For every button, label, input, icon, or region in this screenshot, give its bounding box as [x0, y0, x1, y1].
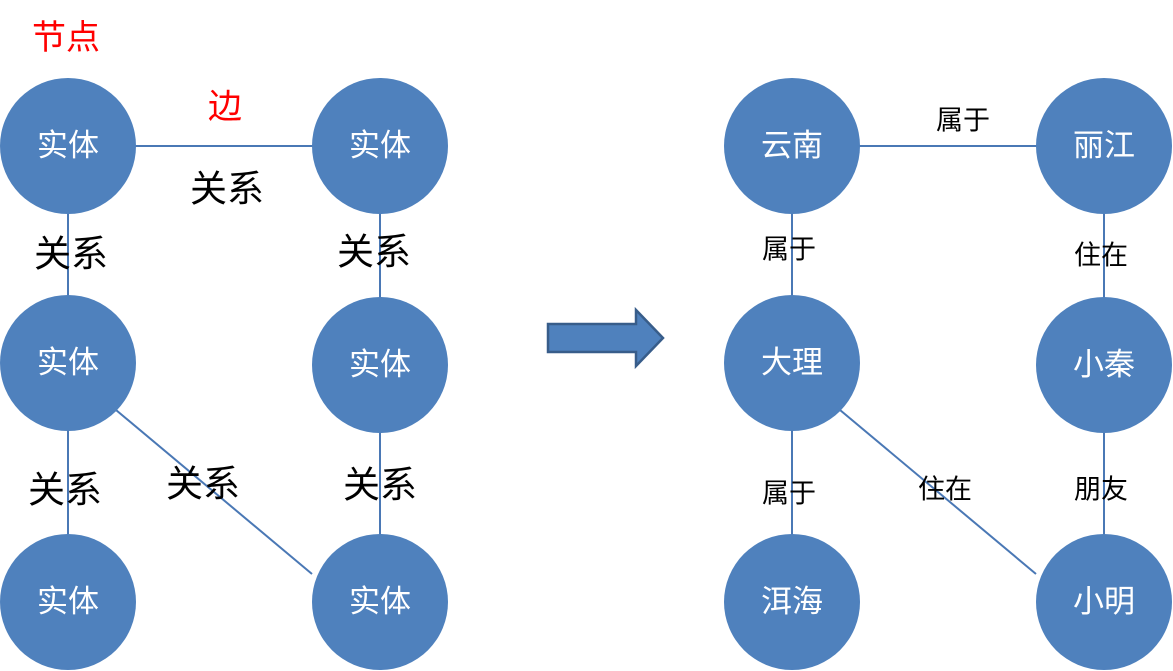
right-node-dali: 大理: [724, 295, 860, 431]
right-edge-label-lijiang-xiaoqin: 住在: [1074, 241, 1128, 272]
node-label: 实体: [37, 128, 99, 164]
node-label: 小秦: [1073, 347, 1135, 383]
right-edge-label-dali-xiaoming: 住在: [918, 475, 972, 506]
left-node-top-right: 实体: [312, 78, 448, 214]
left-edge-diagonal: [115, 409, 313, 575]
edge-annotation: 边: [208, 87, 242, 127]
right-node-erhai: 洱海: [724, 534, 860, 670]
right-node-lijiang: 丽江: [1036, 78, 1172, 214]
left-edge-label-col2-upper: 关系: [337, 231, 411, 274]
node-label: 实体: [349, 347, 411, 383]
node-label: 小明: [1073, 584, 1135, 620]
node-label: 云南: [761, 128, 823, 164]
right-edge-label-top: 属于: [936, 106, 990, 137]
right-edge-label-dali-erhai: 属于: [762, 479, 816, 510]
node-annotation: 节点: [32, 18, 100, 58]
right-node-yunnan: 云南: [724, 78, 860, 214]
left-node-bottom-left: 实体: [0, 534, 136, 670]
node-label: 实体: [37, 345, 99, 381]
left-edge-label-top: 关系: [190, 168, 264, 211]
left-node-bottom-right: 实体: [312, 534, 448, 670]
left-edge-label-col1-upper: 关系: [34, 233, 108, 276]
left-edge-label-col2-lower: 关系: [343, 464, 417, 507]
right-node-xiaoming: 小明: [1036, 534, 1172, 670]
right-edge-label-yunnan-dali: 属于: [762, 235, 816, 266]
node-label: 丽江: [1073, 128, 1135, 164]
node-label: 洱海: [761, 584, 823, 620]
left-edge-label-col1-lower: 关系: [28, 469, 102, 512]
right-node-xiaoqin: 小秦: [1036, 297, 1172, 433]
right-arrow-icon: [546, 306, 665, 370]
left-node-mid-right: 实体: [312, 297, 448, 433]
left-node-mid-left: 实体: [0, 295, 136, 431]
node-label: 实体: [349, 128, 411, 164]
left-node-top-left: 实体: [0, 78, 136, 214]
left-edge-label-diagonal: 关系: [166, 463, 240, 506]
node-label: 实体: [349, 584, 411, 620]
right-edge-label-xiaoqin-xiaoming: 朋友: [1074, 475, 1128, 506]
right-edge-dali-xiaoming: [839, 409, 1037, 575]
node-label: 实体: [37, 584, 99, 620]
node-label: 大理: [761, 345, 823, 381]
